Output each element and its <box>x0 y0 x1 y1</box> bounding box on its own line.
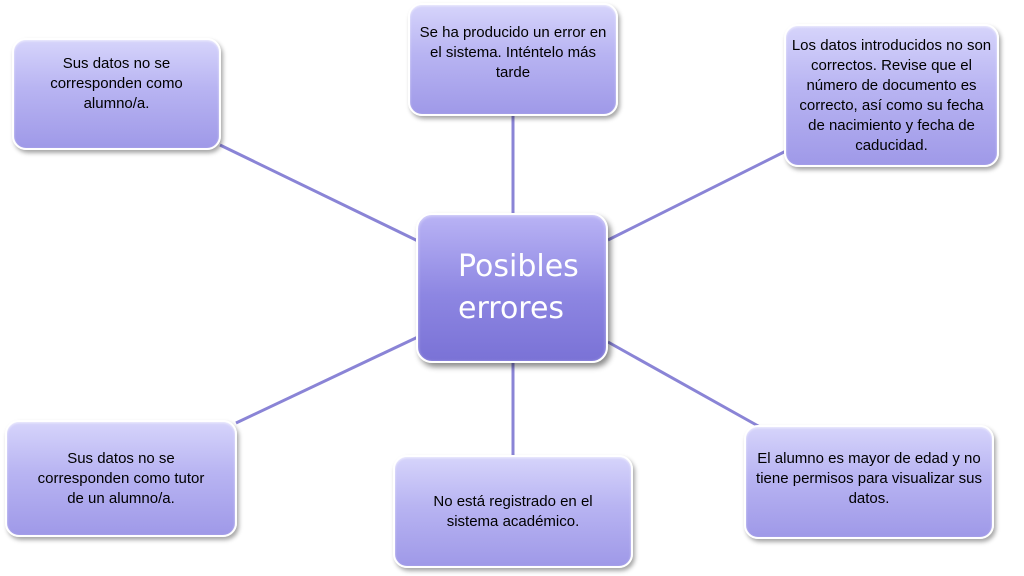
node-top-system-error: Se ha producido un error en el sistema. … <box>408 3 618 116</box>
node-top-right-text: Los datos introducidos no son correctos.… <box>791 36 992 154</box>
connector-bottom-left <box>235 334 421 425</box>
node-bottom-left-not-tutor: Sus datos no se corresponden como tutor … <box>5 420 237 537</box>
node-top-text: Se ha producido un error en el sistema. … <box>419 24 607 81</box>
node-bottom-right-adult-no-permission: El alumno es mayor de edad y no tiene pe… <box>744 425 994 539</box>
node-top-left-not-student: Sus datos no se corresponden como alumno… <box>12 38 221 150</box>
center-node-posibles-errores: Posibles errores <box>416 213 608 363</box>
center-node-label: Posibles errores <box>458 249 579 326</box>
node-top-left-text: Sus datos no se corresponden como alumno… <box>50 55 183 112</box>
connector-top-right <box>607 146 793 242</box>
connector-bottom-right <box>607 340 761 429</box>
node-bottom-left-text: Sus datos no se corresponden como tutor … <box>37 449 205 507</box>
node-bottom-not-registered: No está registrado en el sistema académi… <box>393 455 633 568</box>
node-bottom-text: No está registrado en el sistema académi… <box>433 492 593 530</box>
node-bottom-right-text: El alumno es mayor de edad y no tiene pe… <box>756 450 982 507</box>
node-top-right-incorrect-data: Los datos introducidos no son correctos.… <box>784 24 999 167</box>
connector-top-left <box>219 143 421 244</box>
